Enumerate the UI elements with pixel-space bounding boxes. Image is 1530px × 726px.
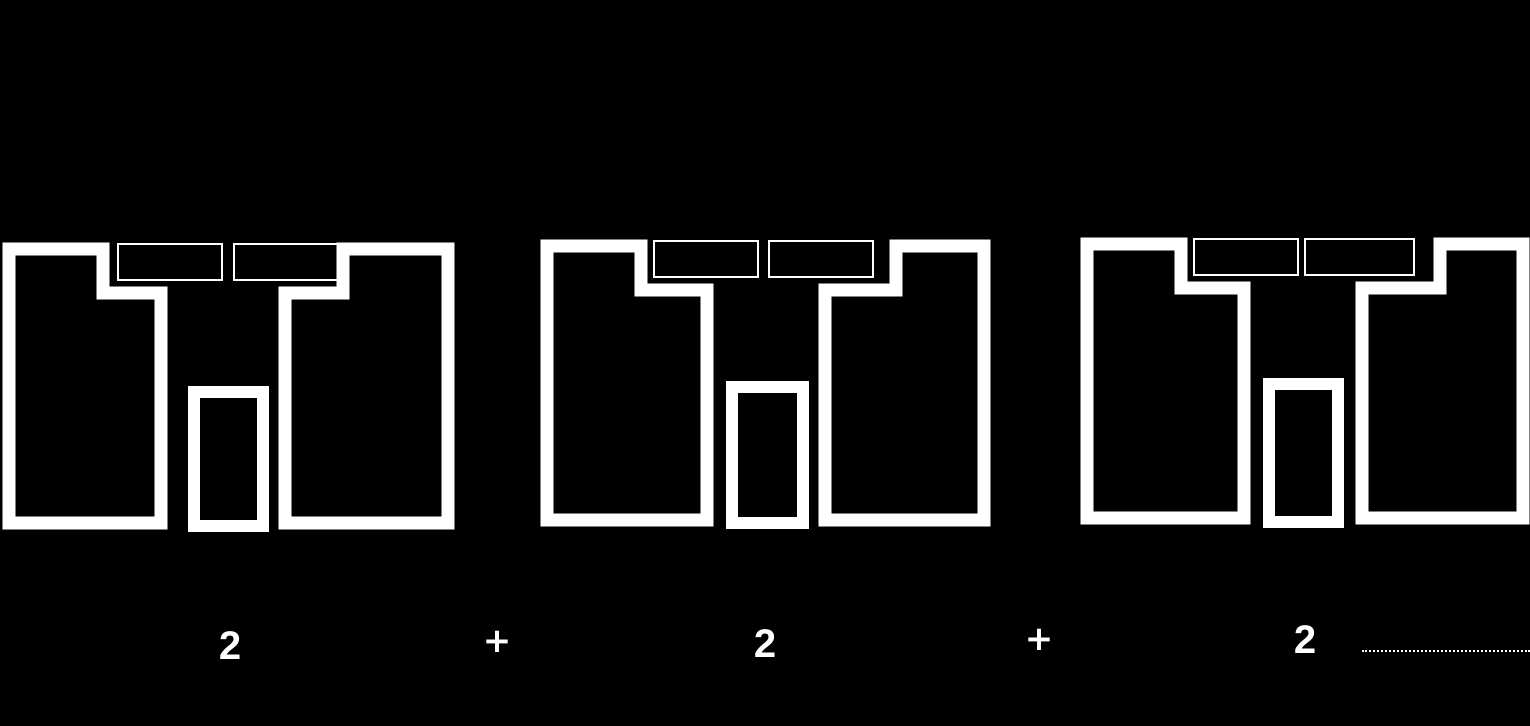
right-room: [1362, 244, 1523, 518]
center-small-room: [1269, 384, 1338, 522]
continuation-dotted-line: [1362, 650, 1530, 652]
window-left: [1194, 239, 1298, 275]
unit-2-count-label: 2: [735, 624, 795, 664]
unit-3-count-label: 2: [1275, 620, 1335, 660]
unit-1-count-label: 2: [200, 626, 260, 666]
left-room: [1087, 244, 1244, 518]
window-right: [1305, 239, 1414, 275]
plus-sign-2: +: [1019, 622, 1059, 656]
plus-sign-1: +: [477, 624, 517, 658]
